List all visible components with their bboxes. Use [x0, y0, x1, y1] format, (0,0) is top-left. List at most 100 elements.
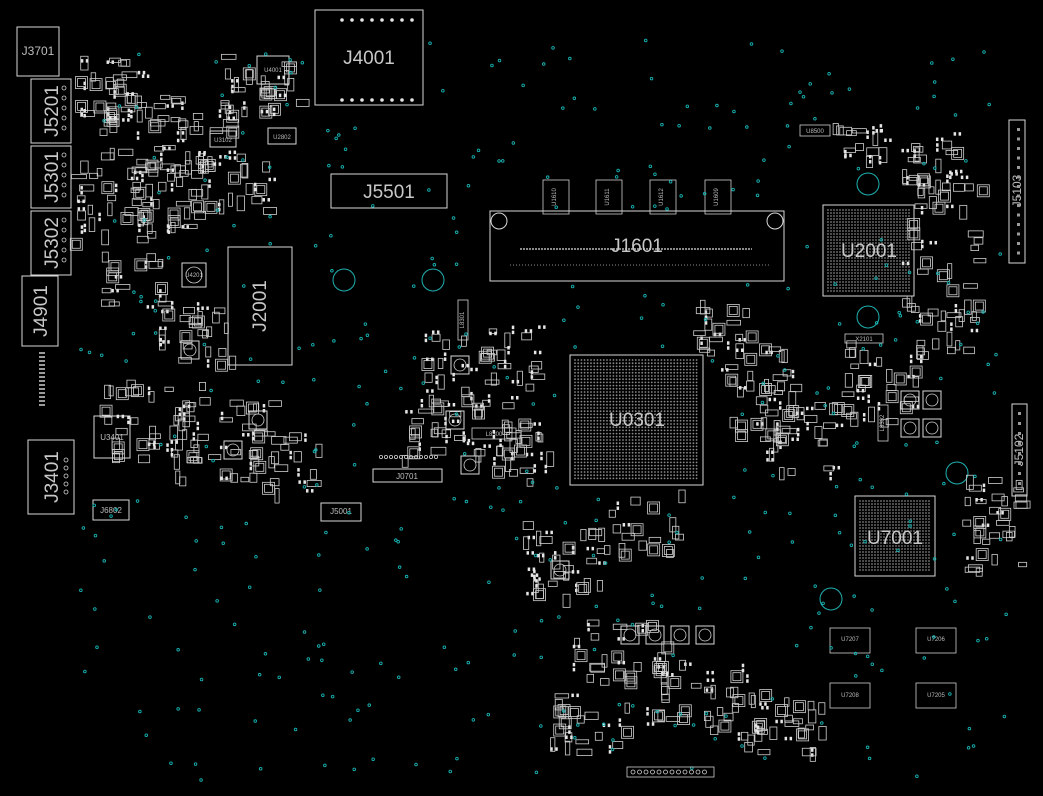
smd-pad: [921, 244, 924, 249]
bga-ball: [622, 359, 624, 361]
bga-ball: [695, 423, 698, 425]
bga-ball: [596, 423, 599, 425]
bga-ball: [922, 557, 924, 559]
bga-ball: [925, 533, 927, 535]
bga-ball: [898, 569, 900, 571]
smd-pad: [492, 435, 496, 439]
bga-ball: [609, 384, 612, 387]
bga-ball: [886, 548, 888, 550]
bga-ball: [928, 509, 930, 511]
bga-ball: [922, 524, 924, 526]
bga-ball: [638, 375, 640, 377]
bga-ball: [881, 245, 883, 247]
bga-ball: [913, 566, 915, 568]
smd-pad: [268, 177, 271, 182]
bga-ball: [907, 521, 909, 523]
bga-ball: [857, 287, 859, 289]
smd-part: [147, 231, 157, 239]
bga-ball: [673, 416, 676, 419]
bga-ball: [618, 416, 621, 419]
smd-pad: [533, 469, 537, 473]
bga-ball: [899, 275, 901, 277]
smd-pad: [829, 471, 832, 476]
bga-ball: [827, 224, 829, 226]
smd-part: [113, 83, 127, 97]
bga-ball: [641, 435, 644, 438]
bga-ball: [904, 566, 906, 568]
bga-ball: [593, 407, 596, 409]
bga-ball: [910, 503, 912, 505]
bga-ball: [628, 477, 631, 480]
bga-ball: [657, 403, 660, 406]
bga-ball: [634, 394, 637, 397]
bga-ball: [881, 254, 883, 256]
bga-ball: [860, 278, 862, 280]
smd-part: [107, 194, 117, 202]
bga-ball: [919, 566, 921, 568]
bga-ball: [893, 209, 895, 211]
bga-ball: [896, 248, 898, 250]
bga-ball: [654, 455, 656, 457]
bga-ball: [622, 471, 624, 473]
bga-ball: [663, 448, 666, 451]
smd-pad: [789, 736, 793, 741]
smd-pad: [940, 137, 944, 142]
bga-ball: [583, 394, 586, 397]
bga-ball: [654, 416, 656, 419]
bga-ball: [863, 221, 865, 223]
bga-ball: [851, 212, 853, 214]
bga-ball: [872, 272, 874, 274]
bga-ball: [842, 266, 844, 268]
bga-ball: [859, 548, 861, 550]
bga-ball: [872, 290, 874, 292]
bga-ball: [670, 448, 672, 451]
bga-ball: [827, 215, 829, 217]
bga-ball: [880, 542, 882, 544]
bga-ball: [692, 359, 695, 361]
bga-ball: [596, 474, 599, 477]
bga-grid-u2001: [827, 209, 910, 292]
smd-pad: [768, 397, 772, 402]
bga-ball: [695, 391, 698, 393]
bga-ball: [654, 375, 656, 377]
bga-ball: [593, 448, 596, 451]
bga-ball: [682, 407, 685, 409]
smd-part: [170, 117, 181, 123]
bga-ball: [647, 461, 650, 464]
bga-ball: [869, 209, 871, 211]
bga-ball: [836, 224, 838, 226]
bga-ball: [913, 506, 915, 508]
bga-ball: [830, 266, 832, 268]
bga-ball: [663, 477, 666, 480]
bga-ball: [654, 403, 656, 406]
smd-pad: [511, 325, 515, 330]
smd-pad: [127, 118, 130, 122]
bga-ball: [682, 394, 685, 397]
bga-ball: [577, 461, 580, 464]
bga-ball: [919, 563, 921, 565]
bga-ball: [904, 518, 906, 520]
bga-ball: [612, 413, 615, 416]
bga-ball: [670, 371, 672, 374]
bga-ball: [905, 281, 907, 283]
bga-ball: [827, 209, 829, 211]
bga-ball: [599, 378, 602, 381]
bga-ball: [676, 381, 679, 384]
bga-ball: [689, 432, 692, 435]
smd-pad: [231, 79, 234, 83]
bga-ball: [845, 266, 847, 268]
bga-ball: [590, 429, 592, 432]
bga-ball: [615, 368, 618, 371]
bga-ball: [872, 242, 874, 244]
bga-ball: [925, 530, 927, 532]
bga-ball: [618, 426, 621, 429]
bga-ball: [857, 230, 859, 232]
bga-ball: [692, 461, 695, 464]
bga-ball: [890, 275, 892, 277]
bga-ball: [857, 275, 859, 277]
bga-ball: [859, 554, 861, 556]
bga-ball: [673, 368, 676, 371]
bga-ball: [577, 381, 580, 384]
bga-ball: [842, 221, 844, 223]
smd-pad: [796, 432, 800, 437]
